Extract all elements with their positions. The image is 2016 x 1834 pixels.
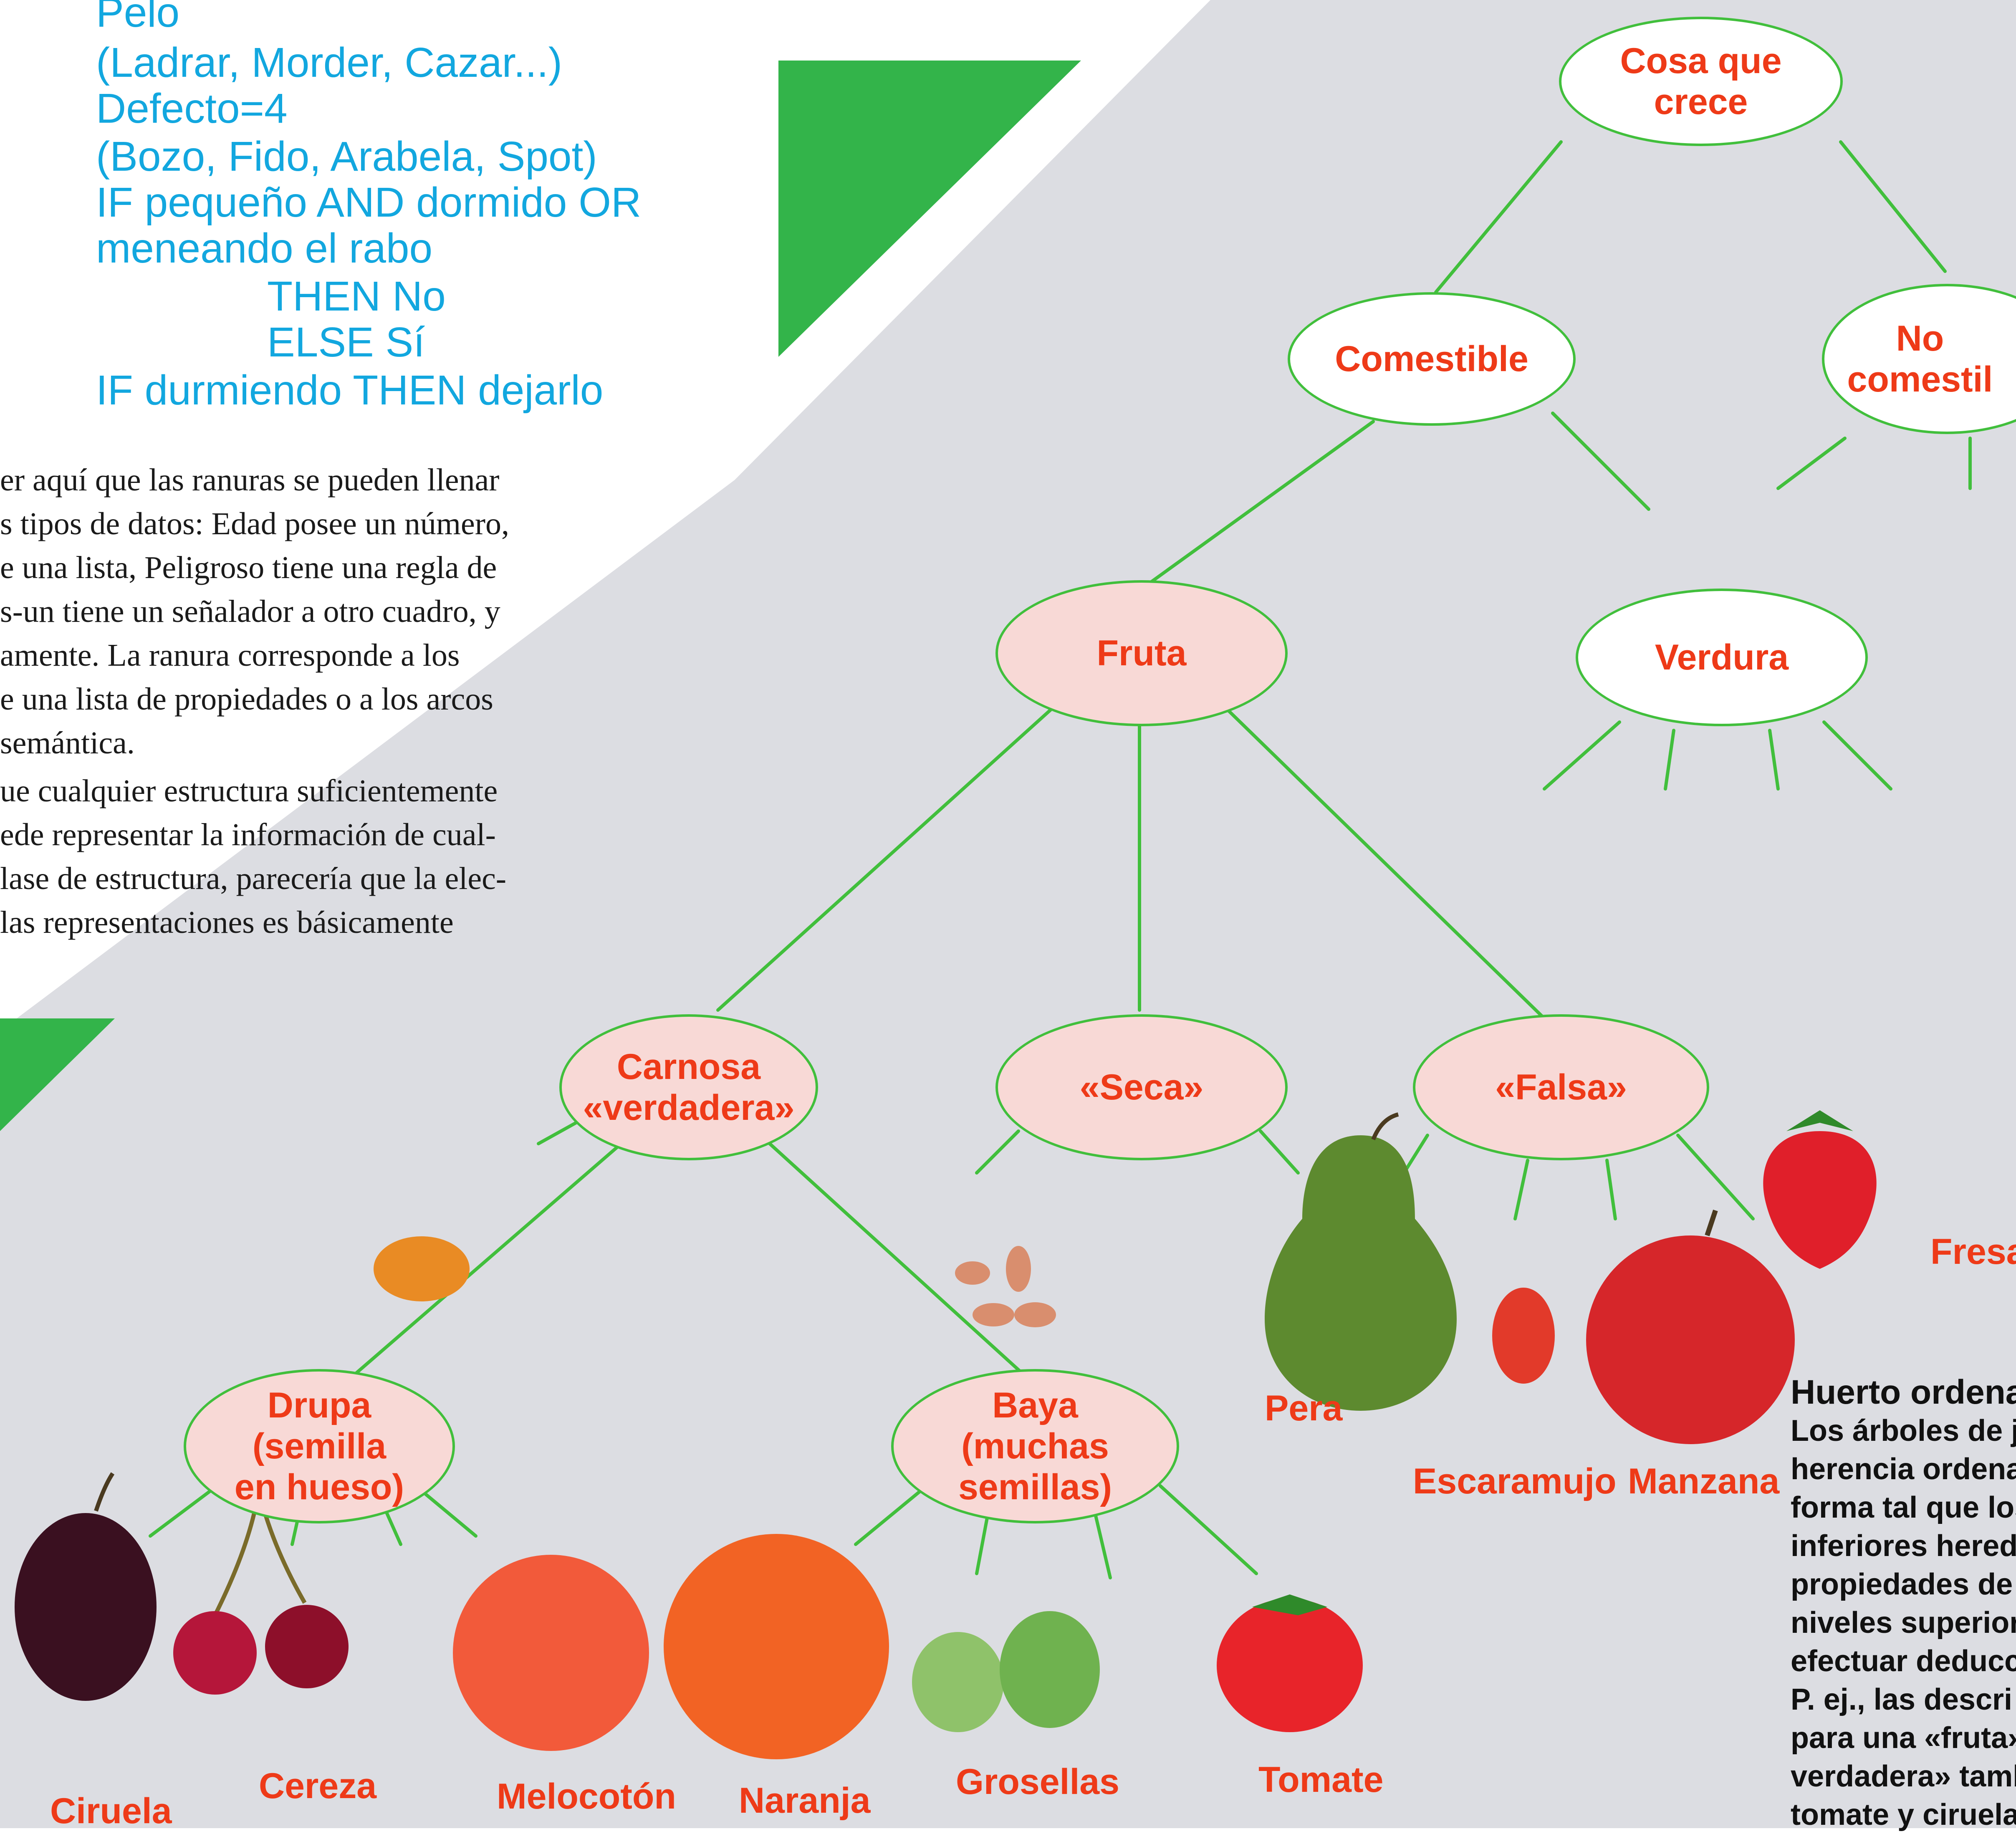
body-line-7: semántica. [0,725,135,760]
label-tomate: Tomate [1258,1760,1384,1800]
node-fruta: Fruta [995,580,1288,726]
node-seca: «Seca» [995,1014,1288,1160]
label-cereza: Cereza [259,1766,377,1806]
code-line-2: (Ladrar, Morder, Cazar...) [96,39,563,86]
caption-line: herencia ordenan [1791,1453,2016,1486]
label-grosellas: Grosellas [956,1762,1119,1802]
caption-line: P. ej., las descri [1791,1683,2013,1716]
code-line-1: Pelo [96,0,180,36]
label-fresa: Fresa [1930,1232,2016,1272]
code-line-5: IF pequeño AND dormido OR [96,179,642,226]
tomate-icon [1217,1599,1363,1732]
code-line-3: Defecto=4 [96,85,288,132]
body-line-1: er aquí que las ranuras se pueden llenar [0,462,500,498]
body-line-6: e una lista de propiedades o a los arcos [0,682,493,717]
code-line-6: meneando el rabo [96,225,433,272]
label-melocoton: Melocotón [497,1776,676,1816]
code-line-9: IF durmiendo THEN dejarlo [96,367,604,414]
naranja-icon [664,1534,889,1759]
body-line-3: e una lista, Peligroso tiene una regla d… [0,550,497,585]
caption-box: Huerto ordenado Los árboles de je herenc… [1791,1373,2016,1834]
ciruela-icon [15,1513,157,1701]
node-verdura: Verdura [1576,589,1868,726]
code-line-4: (Bozo, Fido, Arabela, Spot) [96,133,597,180]
node-comestible: Comestible [1288,292,1576,426]
body-line-10: lase de estructura, parecería que la ele… [0,861,507,896]
cereza-icon [173,1611,257,1695]
node-carnosa-verdadera: Carnosa «verdadera» [559,1014,818,1160]
pera-icon [1265,1135,1457,1411]
caption-title: Huerto ordenado [1791,1373,2016,1411]
body-line-5: amente. La ranura corresponde a los [0,638,460,673]
body-line-9: ede representar la información de cual- [0,817,496,852]
caption-line: efectuar deducci [1791,1645,2016,1678]
caption-line: tomate y ciruela [1791,1798,2016,1831]
drupa-seed-icon [374,1236,470,1301]
grosellas-icon [912,1632,1004,1732]
body-line-8: ue cualquier estructura suficientemente [0,773,498,808]
node-drupa: Drupa (semilla en hueso) [184,1369,455,1523]
fruit-illustrations [15,1110,1877,1759]
manzana-icon [1586,1235,1795,1444]
caption-line: inferiores hereda [1791,1529,2016,1563]
caption-line: niveles superiore [1791,1606,2016,1639]
caption-line: para una «fruta» [1791,1721,2016,1755]
code-line-7: THEN No [267,273,446,320]
escaramujo-icon [1492,1288,1555,1384]
caption-line: forma tal que los [1791,1491,2016,1524]
node-cosa-que-crece: Cosa que crece [1559,17,1843,146]
body-line-2: s tipos de datos: Edad posee un número, [0,506,510,541]
tree-edges [149,140,1972,1579]
caption-line: Los árboles de je [1791,1414,2016,1447]
body-line-4: s-un tiene un señalador a otro cuadro, y [0,594,500,629]
green-triangle-bottom [0,1018,115,1131]
node-falsa: «Falsa» [1413,1014,1709,1160]
label-naranja: Naranja [739,1781,871,1821]
label-pera: Pera [1265,1388,1343,1428]
caption-line: propiedades de e [1791,1568,2016,1601]
label-escaramujo: Escaramujo [1413,1461,1617,1501]
caption-line: verdadera» tamb [1791,1760,2016,1793]
baya-seeds-icon [955,1246,1056,1327]
code-line-8: ELSE Sí [267,319,425,366]
green-triangle-top [778,61,1081,357]
fresa-icon [1763,1131,1877,1269]
label-manzana: Manzana [1628,1461,1780,1501]
melocoton-icon [453,1555,649,1751]
node-baya: Baya (muchas semillas) [891,1369,1179,1523]
body-line-11: las representaciones es básicamente [0,905,454,940]
label-ciruela: Ciruela [50,1791,172,1831]
